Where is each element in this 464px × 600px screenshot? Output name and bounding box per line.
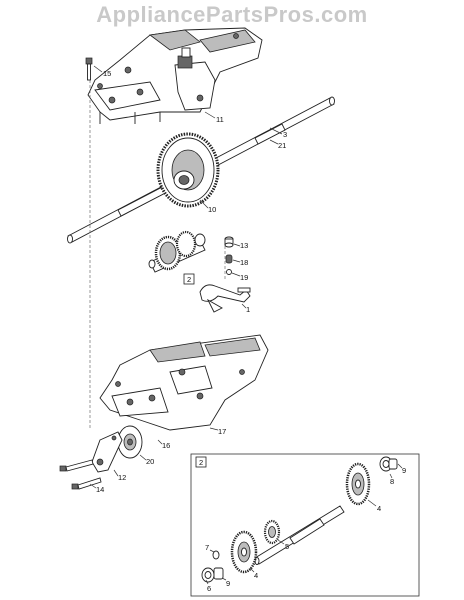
detail-bushing-9-lower[interactable] bbox=[213, 567, 224, 580]
detail-callout-9-upper: 9 bbox=[402, 466, 406, 475]
callout-12: 12 bbox=[118, 473, 126, 482]
callout-16: 16 bbox=[162, 441, 170, 450]
callout-17: 17 bbox=[218, 427, 226, 436]
detail-inset-badge bbox=[195, 456, 207, 468]
bolt-15[interactable] bbox=[85, 57, 93, 81]
detail-gear-large-4-lower[interactable] bbox=[230, 530, 258, 574]
detail-bushing-9-upper[interactable] bbox=[388, 458, 398, 470]
detail-callout-9-lower: 9 bbox=[226, 579, 230, 588]
detail-callout-4-lower: 4 bbox=[254, 571, 258, 580]
ball-19[interactable] bbox=[226, 269, 232, 275]
pulley-20[interactable] bbox=[117, 425, 143, 459]
shift-fork-1[interactable] bbox=[199, 284, 251, 313]
detail-shaft[interactable] bbox=[254, 505, 345, 565]
gear-cluster-2[interactable] bbox=[148, 230, 206, 273]
bull-gear[interactable] bbox=[156, 132, 220, 208]
callout-18: 18 bbox=[240, 258, 248, 267]
brake-arm-12[interactable] bbox=[91, 431, 123, 473]
callout-2: 2 bbox=[187, 275, 191, 284]
callout-20: 20 bbox=[146, 457, 154, 466]
detail-gear-small-5[interactable] bbox=[263, 519, 281, 545]
detail-callout-7: 7 bbox=[205, 543, 209, 552]
detail-callout-8: 8 bbox=[390, 477, 394, 486]
bolt-14-b[interactable] bbox=[71, 477, 102, 490]
detail-callout-4-upper: 4 bbox=[377, 504, 381, 513]
cap-13[interactable] bbox=[224, 236, 234, 248]
upper-housing[interactable] bbox=[87, 27, 263, 124]
label-box-2 bbox=[183, 273, 195, 285]
detail-inset-frame bbox=[190, 453, 420, 597]
callout-13: 13 bbox=[240, 241, 248, 250]
callout-21: 21 bbox=[278, 141, 286, 150]
bolt-14-a[interactable] bbox=[59, 459, 94, 472]
callout-3: 3 bbox=[283, 130, 287, 139]
callout-11: 11 bbox=[216, 115, 224, 124]
callout-1: 1 bbox=[246, 305, 250, 314]
lower-housing[interactable] bbox=[99, 334, 269, 431]
detail-callout-2: 2 bbox=[199, 458, 203, 467]
callout-15: 15 bbox=[103, 69, 111, 78]
watermark: AppliancePartsPros.com bbox=[96, 2, 368, 27]
detail-callout-6: 6 bbox=[207, 584, 211, 593]
detail-washer-7[interactable] bbox=[212, 550, 220, 560]
leader-lines bbox=[89, 65, 283, 489]
callout-10: 10 bbox=[208, 205, 216, 214]
detail-gear-large-4-upper[interactable] bbox=[345, 462, 371, 506]
spring-18[interactable] bbox=[225, 254, 233, 264]
detail-washer-6[interactable] bbox=[201, 567, 215, 583]
detail-callout-5: 5 bbox=[285, 542, 289, 551]
callout-14: 14 bbox=[96, 485, 104, 494]
callout-19: 19 bbox=[240, 273, 248, 282]
detail-leader-lines bbox=[205, 463, 403, 585]
